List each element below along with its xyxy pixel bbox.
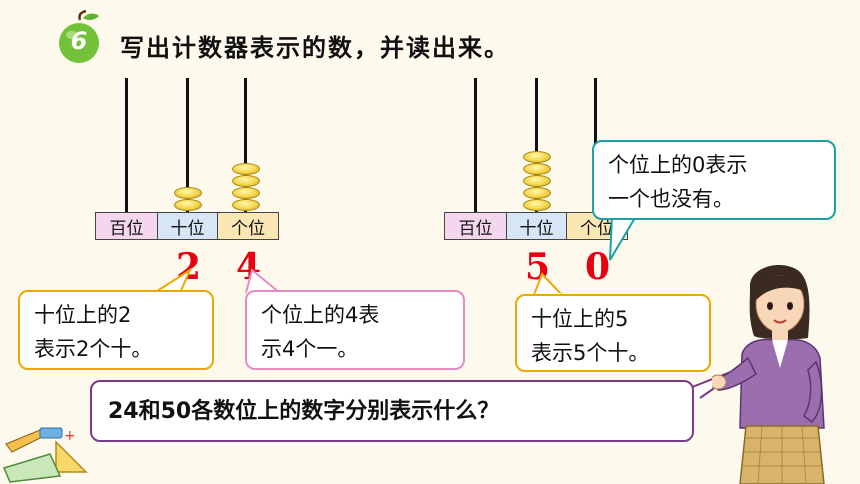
bubble-right-tens: 十位上的5 表示5个十。 (515, 294, 711, 372)
abacus-bead (173, 187, 202, 199)
place-ones: 个位 (218, 213, 278, 239)
rod-ones (244, 78, 247, 212)
abacus-bead (231, 163, 260, 175)
place-tens: 十位 (158, 213, 218, 239)
bubble-line: 表示5个十。 (531, 341, 650, 365)
bubble-line: 个位上的4表 (261, 303, 380, 327)
abacus-bead (231, 199, 260, 211)
abacus-bead (522, 199, 551, 211)
digit-ones-right: 0 (585, 246, 611, 288)
bubble-line: 个位上的0表示 (608, 153, 748, 177)
bubble-line: 表示2个十。 (34, 337, 153, 361)
rod-tens (535, 78, 538, 212)
bubble-right-ones: 个位上的0表示 一个也没有。 (592, 140, 836, 220)
place-hundreds: 百位 (445, 213, 507, 239)
bubble-line: 十位上的2 (34, 303, 132, 327)
question-bubble: 24和50各数位上的数字分别表示什么？ (90, 380, 694, 442)
problem-number: 6 (70, 27, 88, 55)
rod-tens (186, 78, 189, 212)
bubble-line: 十位上的5 (531, 307, 629, 331)
bubble-tail-right-tens (533, 272, 563, 296)
abacus-bead (522, 151, 551, 163)
bubble-tail-right-ones (609, 214, 637, 261)
book-icon (2, 453, 62, 483)
bubble-left-tens: 十位上的2 表示2个十。 (18, 290, 214, 370)
bubble-left-ones: 个位上的4表 示4个一。 (245, 290, 465, 370)
place-value-bar-left: 百位 十位 个位 (95, 212, 279, 240)
abacus-bead (522, 175, 551, 187)
abacus-bead (231, 187, 260, 199)
rod-hundreds (125, 78, 128, 212)
abacus-bead (522, 187, 551, 199)
abacus-bead (522, 163, 551, 175)
svg-text:+: + (64, 428, 76, 444)
eraser-icon (39, 427, 63, 439)
apple-number-badge: 6 (52, 9, 108, 66)
place-hundreds: 百位 (96, 213, 158, 239)
teacher-illustration (712, 265, 825, 484)
bubble-line: 一个也没有。 (608, 187, 734, 211)
bubble-line: 示4个一。 (261, 337, 359, 361)
place-tens: 十位 (507, 213, 567, 239)
abacus-bead (231, 175, 260, 187)
rod-hundreds (474, 78, 477, 212)
apple-icon (59, 9, 99, 63)
question-text: 24和50各数位上的数字分别表示什么？ (108, 399, 500, 424)
stationery-illustration: + (2, 427, 88, 483)
ruler-icon (55, 440, 88, 473)
abacus-bead (173, 199, 202, 211)
problem-text: 写出计数器表示的数，并读出来。 (120, 34, 510, 62)
pencil-icon (5, 429, 45, 453)
